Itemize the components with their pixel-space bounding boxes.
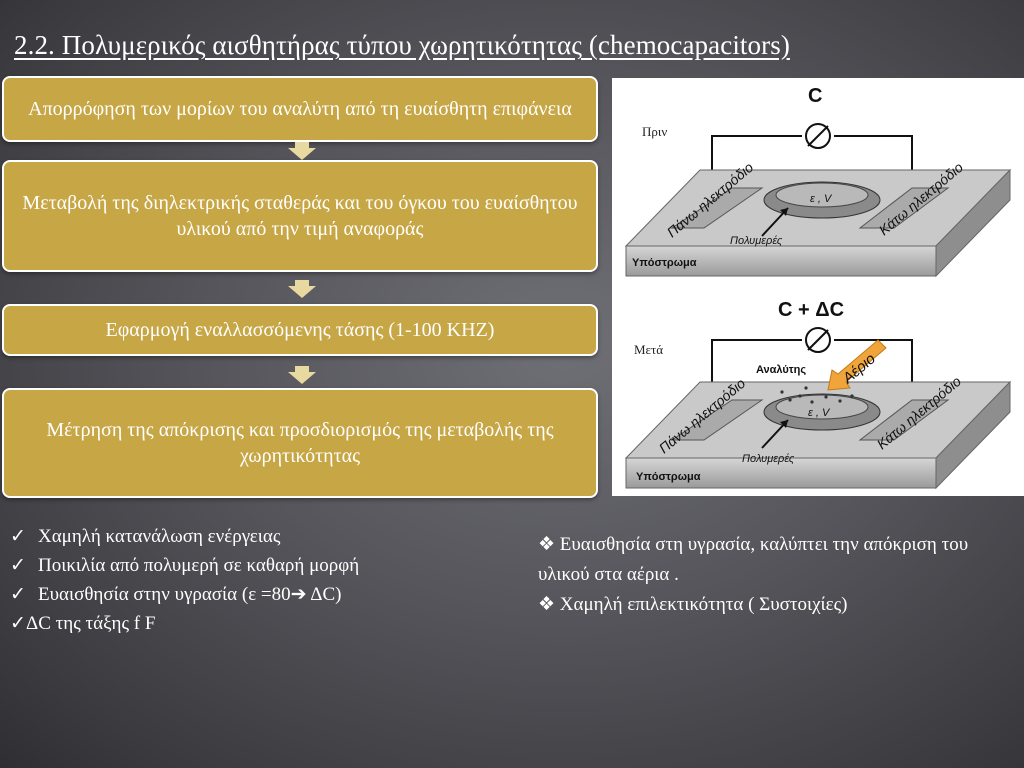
- process-step-3: Εφαρμογή εναλλασσόμενης τάσης (1-100 KHZ…: [2, 304, 598, 356]
- process-step-2: Μεταβολή της διηλεκτρικής σταθεράς και τ…: [2, 160, 598, 272]
- list-item: ✓Ποικιλία από πολυμερή σε καθαρή μορφή: [10, 551, 510, 580]
- process-step-1-text: Απορρόφηση των μορίων του αναλύτη από τη…: [28, 98, 572, 120]
- before-panel: Πριν C ε , V Πολυμερές Πάνω ηλεκτρόδιο: [624, 85, 1012, 278]
- capacitance-meter-icon: [805, 123, 831, 149]
- chemocapacitor-diagram-svg: Πριν C ε , V Πολυμερές Πάνω ηλεκτρόδιο: [624, 85, 1012, 490]
- gas-arrow-icon: [827, 339, 887, 391]
- after-epsilon: ε , V: [808, 407, 831, 419]
- flow-arrow-2: [288, 280, 316, 298]
- before-polymer-label: Πολυμερές: [730, 235, 783, 247]
- process-step-2-text: Μεταβολή της διηλεκτρικής σταθεράς και τ…: [22, 192, 578, 240]
- before-epsilon: ε , V: [810, 193, 833, 205]
- diamond-bullet-icon: ❖: [538, 534, 556, 555]
- before-capacitance: C: [808, 85, 822, 107]
- flow-arrow-3: [288, 366, 316, 384]
- chemocapacitor-diagram: Πριν C ε , V Πολυμερές Πάνω ηλεκτρόδιο: [612, 78, 1024, 496]
- after-polymer-label: Πολυμερές: [742, 453, 795, 465]
- drawbacks-list: ❖ Ευαισθησία στη υγρασία, καλύπτει την α…: [538, 530, 1008, 620]
- flow-arrow-1: [288, 142, 316, 160]
- after-label: Μετά: [634, 342, 663, 357]
- check-icon: ✓: [10, 584, 26, 605]
- diamond-bullet-icon: ❖: [538, 594, 556, 615]
- list-item: ✓Ευαισθησία στην υγρασία (ε =80➔ ΔC): [10, 580, 510, 609]
- list-item: ❖ Ευαισθησία στη υγρασία, καλύπτει την α…: [538, 534, 969, 585]
- check-icon: ✓: [10, 526, 26, 547]
- check-icon: ✓: [10, 613, 26, 634]
- after-substrate-label: Υπόστρωμα: [636, 471, 701, 483]
- process-step-4: Μέτρηση της απόκρισης και προσδιορισμός …: [2, 388, 598, 498]
- after-capacitance: C + ΔC: [778, 299, 844, 321]
- advantages-list: ✓Χαμηλή κατανάλωση ενέργειας ✓Ποικιλία α…: [10, 522, 510, 638]
- process-step-3-text: Εφαρμογή εναλλασσόμενης τάσης (1-100 KHZ…: [105, 319, 495, 341]
- analyte-label: Αναλύτης: [756, 364, 806, 376]
- arrow-right-icon: ➔: [290, 584, 307, 605]
- process-step-1: Απορρόφηση των μορίων του αναλύτη από τη…: [2, 76, 598, 142]
- after-panel: Μετά C + ΔC ε , V Αέριο: [624, 299, 1012, 490]
- list-item: ✓ΔC της τάξης f F: [10, 609, 510, 638]
- list-item: ✓Χαμηλή κατανάλωση ενέργειας: [10, 522, 510, 551]
- capacitance-meter-icon: [805, 327, 831, 353]
- before-label: Πριν: [642, 124, 667, 139]
- list-item: ❖ Χαμηλή επιλεκτικότητα ( Συστοιχίες): [538, 594, 848, 615]
- check-icon: ✓: [10, 555, 26, 576]
- slide-title: 2.2. Πολυμερικός αισθητήρας τύπου χωρητι…: [14, 30, 790, 60]
- process-step-4-text: Μέτρηση της απόκρισης και προσδιορισμός …: [46, 419, 554, 467]
- before-substrate-label: Υπόστρωμα: [632, 257, 697, 269]
